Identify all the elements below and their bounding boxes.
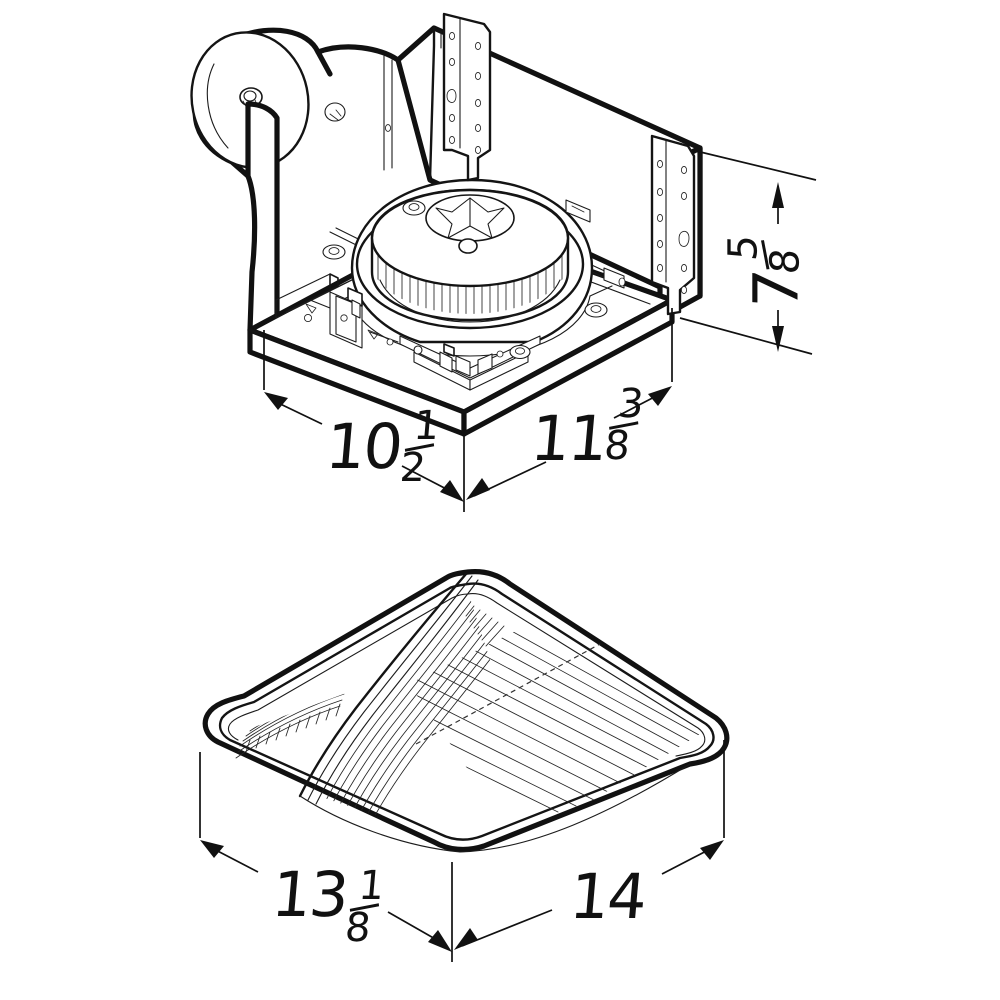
pan-grommets [322, 102, 608, 360]
dimension-whole: 14 [566, 860, 649, 933]
dimension-label-housing-depth: 10 1 2 [322, 403, 442, 491]
motor-hub-spider [425, 194, 515, 254]
dimension-label-housing-height: 7 5 8 [721, 210, 817, 340]
dimension-label-housing-width: 11 3 8 [527, 381, 646, 479]
grille-louvre-ribs [465, 605, 505, 647]
dimension-fraction: 3 8 [602, 381, 646, 469]
grommet [324, 102, 346, 122]
dimension-fraction: 5 8 [720, 232, 809, 277]
electrical-components [399, 335, 541, 391]
fan-housing-assembly [190, 12, 703, 437]
grille-front-lip [299, 763, 691, 853]
dimension-grille-depth [199, 752, 453, 962]
dimension-whole: 11 [527, 401, 610, 475]
bracket-holes [656, 159, 690, 295]
dimension-whole: 13 [268, 857, 351, 931]
dimension-housing-height [679, 149, 817, 355]
dimension-housing-depth [263, 330, 465, 512]
junction-box [303, 287, 394, 349]
grille-cover [202, 569, 730, 853]
blower-wheel [370, 188, 570, 323]
mounting-bracket-right [650, 134, 696, 316]
grille-louvre-ticks [245, 703, 341, 753]
dimension-fraction: 1 2 [398, 403, 442, 491]
dimension-label-grille-width: 14 [566, 860, 649, 933]
dimension-label-grille-depth: 13 1 8 [268, 856, 386, 951]
grommet [509, 344, 531, 360]
housing-interior-details [383, 55, 626, 289]
dimension-whole: 10 [322, 409, 405, 483]
grommet [402, 200, 426, 216]
dimension-grille-width [454, 740, 725, 950]
grommet [322, 244, 346, 260]
dimension-housing-width [466, 308, 673, 500]
grommet [584, 302, 608, 318]
grille-outer-shell [202, 569, 730, 853]
bracket-holes [446, 31, 482, 155]
mounting-bracket-rear [442, 12, 492, 182]
